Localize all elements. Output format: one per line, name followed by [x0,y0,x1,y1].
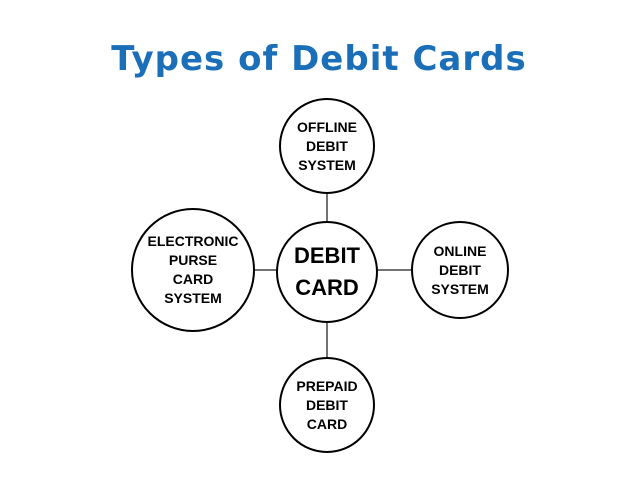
node-bottom-circle [279,357,375,453]
diagram-title: Types of Debit Cards [111,39,527,79]
center-circle [276,221,378,323]
node-top-label: OFFLINE DEBIT SYSTEM [297,118,357,173]
node-top-circle [279,98,375,194]
node-right-circle [411,221,509,319]
node-left-label: ELECTRONIC PURSE CARD SYSTEM [147,233,239,306]
node-bottom-label: PREPAID DEBIT CARD [296,377,358,432]
center-label: DEBIT CARD [294,243,360,300]
node-left-circle [131,208,255,332]
node-right-label: ONLINE DEBIT SYSTEM [431,242,489,297]
